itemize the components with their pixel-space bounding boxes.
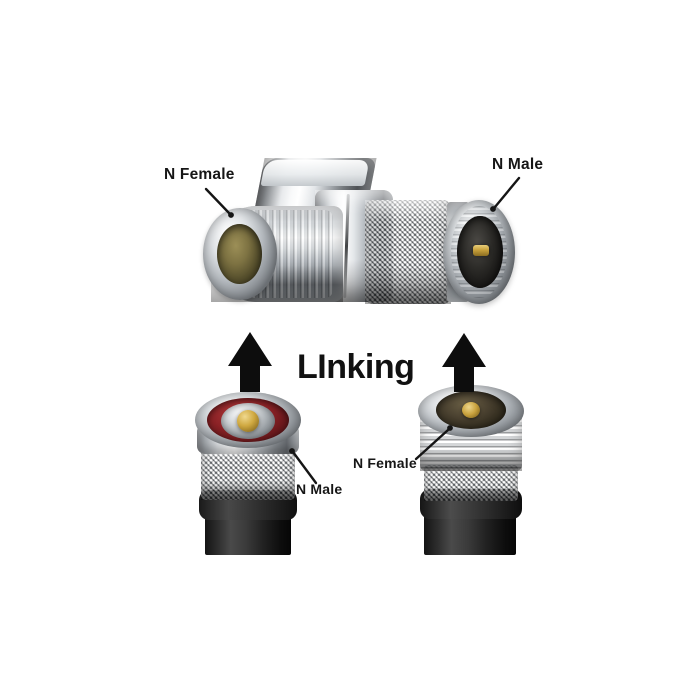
label-adapter-n-female: N Female	[164, 166, 235, 183]
cable-male-knurl-grip	[201, 448, 295, 500]
arrow-up-right	[442, 333, 486, 392]
cable-male-center-pin	[237, 410, 259, 432]
cable-female-center-contact	[462, 402, 480, 418]
adapter-male-center-pin	[473, 245, 489, 256]
label-cable-n-male: N Male	[296, 481, 343, 497]
arrow-up-left	[228, 332, 272, 392]
right-angle-adapter	[195, 150, 515, 335]
label-adapter-n-male: N Male	[492, 156, 544, 173]
label-cable-n-female: N Female	[353, 455, 417, 471]
cable-connector-female	[410, 385, 535, 555]
adapter-male-knurl-grip	[365, 200, 451, 304]
adapter-female-bore	[217, 224, 262, 284]
cable-connector-male	[185, 390, 310, 555]
brand-wordmark: LInking	[297, 348, 415, 386]
adapter-elbow-facet	[260, 160, 370, 186]
